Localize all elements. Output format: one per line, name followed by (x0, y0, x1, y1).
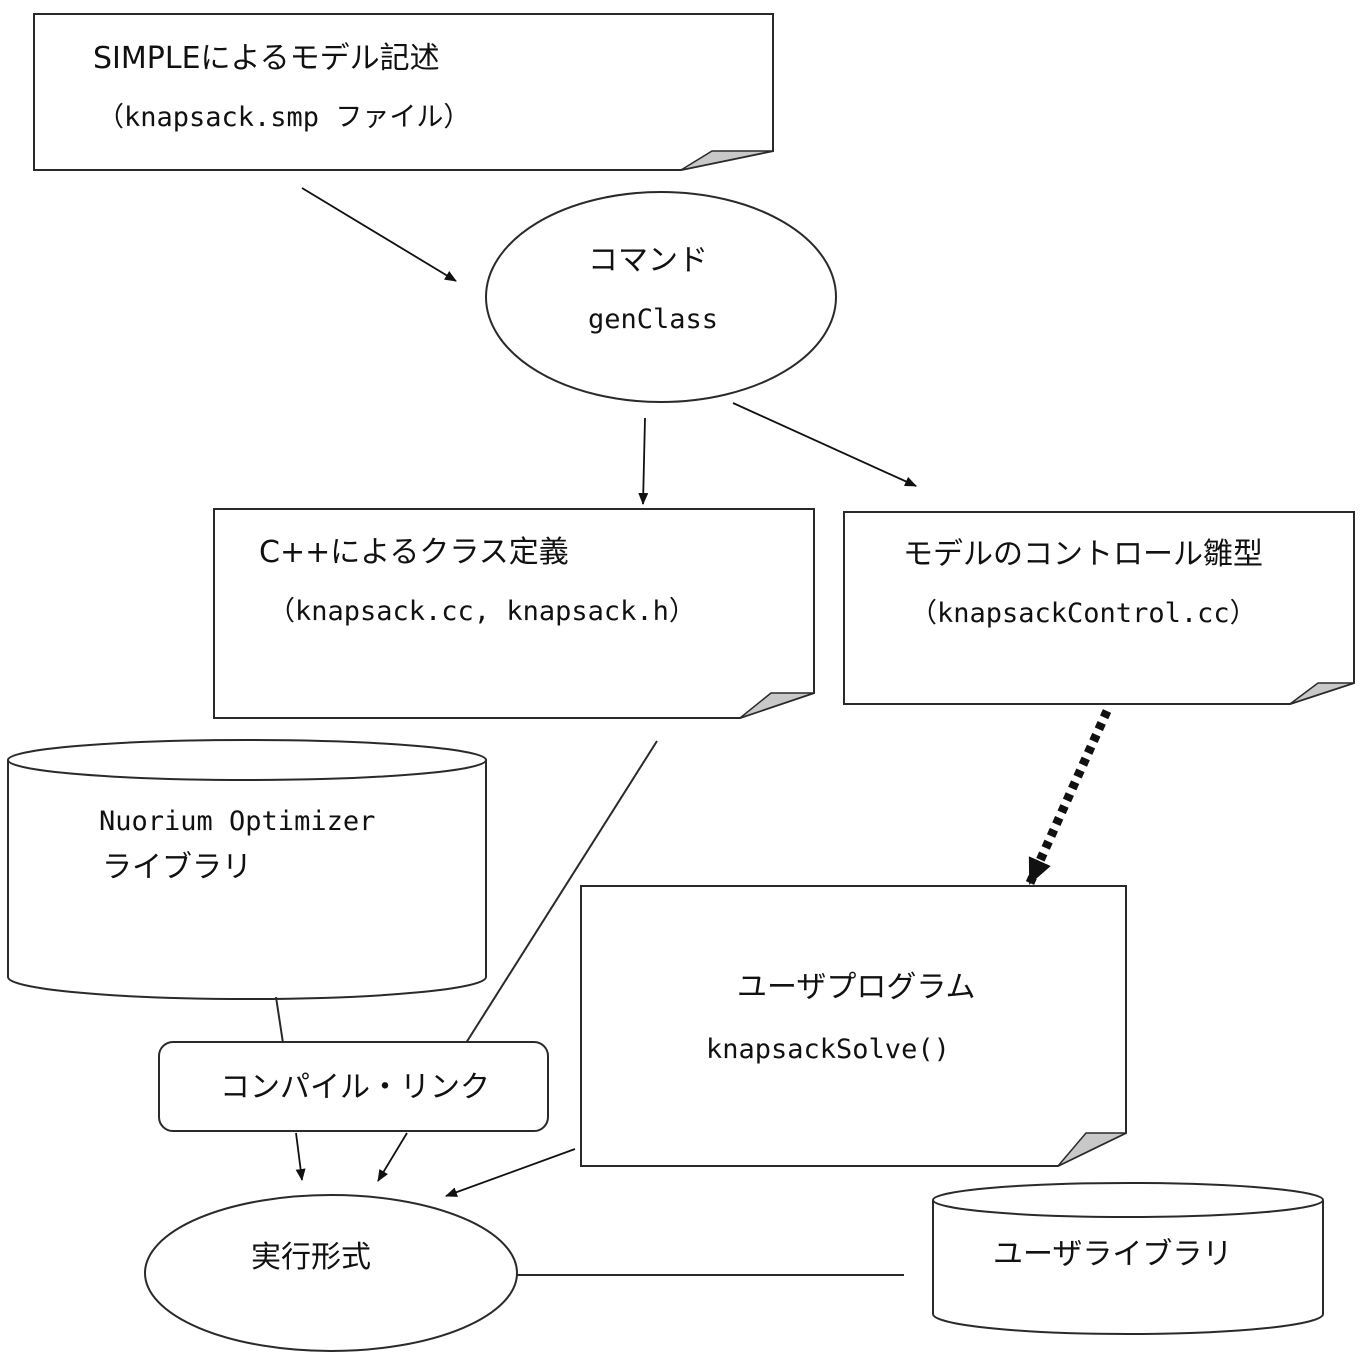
class-def-to-compile-line (465, 740, 658, 1044)
compile-to-executable-left-arrow (295, 1132, 306, 1181)
compile-link-label: コンパイル・リンク (220, 1070, 490, 1105)
user-program-box (580, 885, 1127, 1167)
executable-ellipse (144, 1194, 518, 1352)
class-def-title: C++によるクラス定義 (259, 535, 569, 570)
command-label: コマンド (588, 243, 708, 278)
compile-link-box (158, 1041, 549, 1132)
command-to-control-arrow (732, 402, 917, 487)
control-template-box (843, 511, 1355, 705)
class-def-box (213, 508, 815, 719)
class-def-files: （knapsack.cc, knapsack.h） (268, 596, 696, 627)
user-program-function: knapsackSolve() (706, 1034, 950, 1065)
user-library-cylinder (932, 1182, 1324, 1335)
simple-doc-filename: （knapsack.smp ファイル） (97, 102, 471, 133)
control-to-user-program-arrow (1025, 709, 1112, 885)
user-program-title: ユーザプログラム (737, 970, 976, 1005)
nuorium-library-label: ライブラリ (102, 850, 252, 885)
command-to-class-def-arrow (638, 417, 649, 505)
compile-to-executable-right-arrow (377, 1132, 408, 1182)
control-title: モデルのコントロール雛型 (903, 537, 1263, 572)
simple-doc-box (33, 13, 774, 171)
executable-label: 実行形式 (251, 1240, 371, 1275)
library-to-compile-line (275, 996, 284, 1044)
user-library-label: ユーザライブラリ (993, 1237, 1233, 1272)
control-filename: （knapsackControl.cc） (910, 598, 1257, 629)
command-ellipse (485, 191, 837, 403)
nuorium-library-cylinder (7, 739, 487, 1000)
command-name: genClass (588, 304, 719, 335)
simple-to-command-arrow (301, 187, 457, 282)
nuorium-library-name: Nuorium Optimizer (99, 806, 376, 837)
user-program-to-executable-arrow (445, 1148, 576, 1197)
simple-doc-title: SIMPLEによるモデル記述 (93, 41, 440, 76)
